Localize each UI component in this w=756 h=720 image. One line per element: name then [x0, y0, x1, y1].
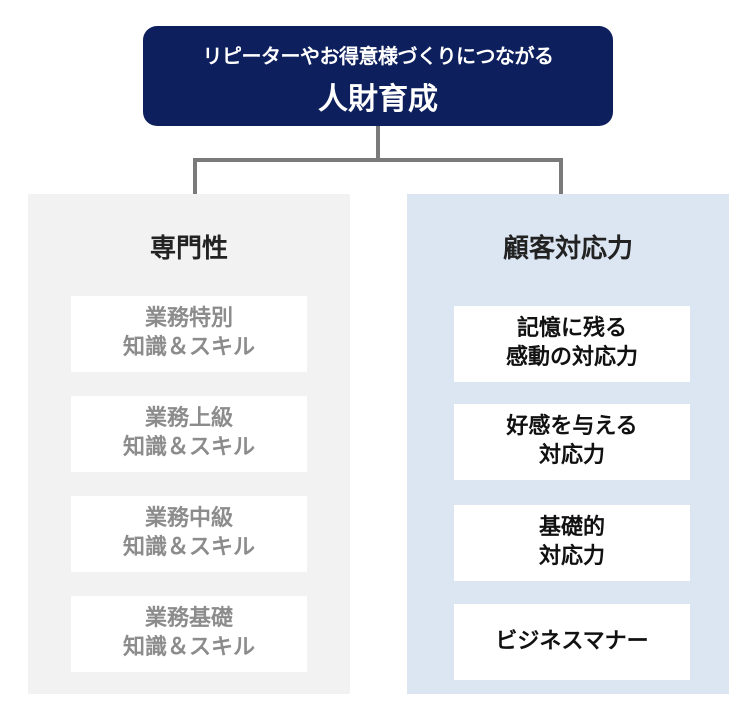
card-line1: ビジネスマナー: [495, 628, 649, 654]
panel-customer-service: 顧客対応力 記憶に残る 感動の対応力 好感を与える 対応力 基礎的 対応力 ビジ…: [407, 194, 729, 694]
expertise-card-basic: 業務基礎 知識＆スキル: [71, 596, 307, 672]
top-goal-title: 人財育成: [318, 82, 438, 117]
card-line2: 対応力: [538, 544, 605, 569]
expertise-card-special: 業務特別 知識＆スキル: [71, 296, 307, 372]
top-goal-subtitle: リピーターやお得意様づくりにつながる: [202, 44, 555, 68]
connector-left-branch: [193, 158, 197, 194]
card-line1: 業務上級: [144, 406, 233, 432]
card-line2: 感動の対応力: [505, 345, 638, 370]
panel-expertise: 専門性 業務特別 知識＆スキル 業務上級 知識＆スキル 業務中級 知識＆スキル …: [28, 194, 350, 694]
card-line2: 知識＆スキル: [122, 435, 255, 460]
connector-horizontal: [193, 158, 563, 162]
card-line1: 業務特別: [144, 306, 233, 332]
card-line2: 知識＆スキル: [122, 535, 255, 560]
card-line2: 知識＆スキル: [122, 335, 255, 360]
card-line1: 好感を与える: [506, 414, 638, 440]
service-card-memorable: 記憶に残る 感動の対応力: [454, 306, 690, 382]
connector-trunk: [376, 126, 380, 160]
card-line1: 業務基礎: [144, 606, 233, 632]
service-card-favorable: 好感を与える 対応力: [454, 404, 690, 480]
expertise-card-intermediate: 業務中級 知識＆スキル: [71, 496, 307, 572]
panel-customer-service-title: 顧客対応力: [502, 234, 633, 264]
panel-expertise-title: 専門性: [149, 234, 228, 264]
card-line1: 基礎的: [538, 515, 605, 541]
top-goal-box: リピーターやお得意様づくりにつながる 人財育成: [143, 26, 613, 126]
card-line1: 記憶に残る: [516, 316, 627, 342]
card-line2: 知識＆スキル: [122, 635, 255, 660]
card-line1: 業務中級: [144, 506, 233, 532]
service-card-manners: ビジネスマナー: [454, 604, 690, 680]
service-card-basic: 基礎的 対応力: [454, 505, 690, 581]
connector-right-branch: [559, 158, 563, 194]
card-line2: 対応力: [538, 443, 605, 468]
expertise-card-advanced: 業務上級 知識＆スキル: [71, 396, 307, 472]
